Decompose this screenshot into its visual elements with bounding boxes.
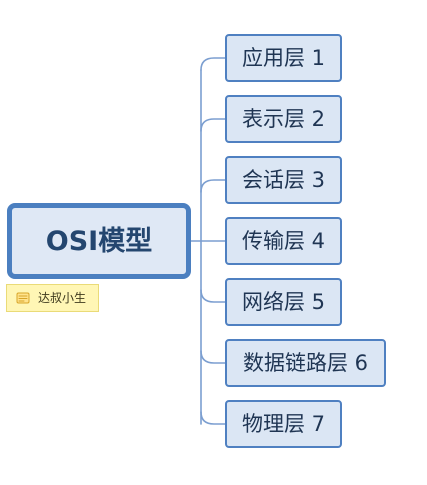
branch-topic-label: 表示层 2 xyxy=(241,106,326,131)
watermark-note: 达叔小生 xyxy=(6,284,99,312)
branch-topic-6[interactable]: 数据链路层 6 xyxy=(225,339,386,387)
branch-connector-7 xyxy=(200,411,226,425)
branch-connector-6 xyxy=(200,350,226,364)
branch-connector-1 xyxy=(200,57,226,71)
root-topic-label: OSI模型 xyxy=(45,225,153,257)
branch-topic-2[interactable]: 表示层 2 xyxy=(225,95,342,143)
branch-topic-5[interactable]: 网络层 5 xyxy=(225,278,342,326)
branch-topic-label: 网络层 5 xyxy=(241,289,326,314)
root-topic[interactable]: OSI模型 xyxy=(7,203,191,279)
branch-topic-label: 传输层 4 xyxy=(241,228,326,253)
branch-topic-1[interactable]: 应用层 1 xyxy=(225,34,342,82)
branch-topic-4[interactable]: 传输层 4 xyxy=(225,217,342,265)
branch-topic-label: 会话层 3 xyxy=(241,167,326,192)
branch-topic-label: 物理层 7 xyxy=(241,411,326,436)
branch-connector-3 xyxy=(200,179,226,193)
watermark-label: 达叔小生 xyxy=(38,291,87,305)
branch-connector-5 xyxy=(200,289,226,303)
note-icon xyxy=(16,292,30,304)
branch-connector-2 xyxy=(200,118,226,132)
branch-topic-3[interactable]: 会话层 3 xyxy=(225,156,342,204)
branch-topic-label: 数据链路层 6 xyxy=(242,350,369,375)
branch-topic-label: 应用层 1 xyxy=(241,45,326,70)
branch-topic-7[interactable]: 物理层 7 xyxy=(225,400,342,448)
